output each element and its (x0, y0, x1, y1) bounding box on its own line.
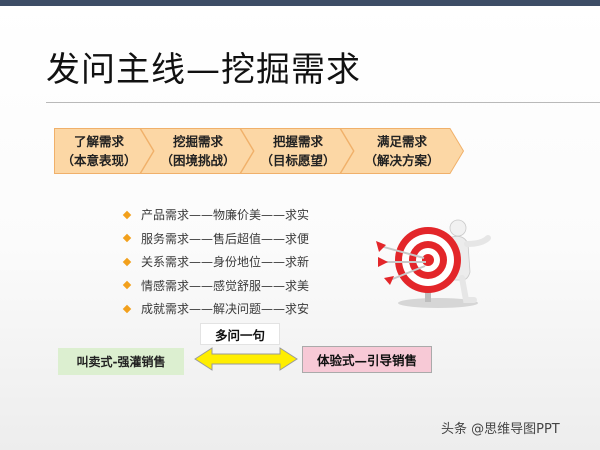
list-item: 服务需求——售后超值——求便 (122, 227, 310, 251)
list-item: 产品需求——物廉价美——求实 (122, 203, 310, 227)
process-step-2: 挖掘需求 （困境挑战） (140, 128, 254, 174)
step-title: 挖掘需求 (172, 134, 223, 149)
list-item: 关系需求——身份地位——求新 (122, 250, 310, 274)
target-with-darts-illustration (376, 219, 491, 308)
right-sales-box: 体验式—引导销售 (302, 346, 432, 373)
diamond-bullet-icon (122, 304, 132, 313)
list-item-text: 服务需求——售后超值——求便 (141, 231, 310, 246)
step-title: 把握需求 (272, 134, 323, 149)
top-bar (0, 0, 600, 6)
process-step-3: 把握需求 （目标愿望） (240, 128, 354, 174)
step-subtitle: （解决方案） (364, 153, 440, 168)
step-title: 满足需求 (376, 134, 427, 149)
slide-title: 发问主线—挖掘需求 (46, 50, 361, 90)
diamond-bullet-icon (122, 257, 132, 266)
double-arrow-icon (194, 347, 298, 371)
process-step-4: 满足需求 （解决方案） (340, 128, 464, 174)
list-item-text: 产品需求——物廉价美——求实 (141, 208, 310, 223)
step-title: 了解需求 (73, 134, 124, 149)
step-subtitle: （目标愿望） (260, 153, 336, 168)
connector-label: 多问一句 (200, 323, 280, 345)
step-subtitle: （本意表现） (61, 153, 137, 168)
list-item-text: 情感需求——感觉舒服——求美 (141, 278, 310, 293)
list-item-text: 关系需求——身份地位——求新 (141, 255, 310, 270)
left-sales-box: 叫卖式-强灌销售 (58, 348, 184, 375)
diamond-bullet-icon (122, 281, 132, 290)
list-item: 成就需求——解决问题——求安 (122, 297, 310, 321)
step-subtitle: （困境挑战） (160, 153, 236, 168)
title-divider (46, 102, 600, 103)
diamond-bullet-icon (122, 234, 132, 243)
process-step-1: 了解需求 （本意表现） (54, 128, 154, 174)
chevron-shape (340, 128, 464, 174)
list-item-text: 成就需求——解决问题——求安 (141, 302, 310, 317)
watermark: 头条 @思维导图PPT (441, 422, 560, 437)
needs-list: 产品需求——物廉价美——求实 服务需求——售后超值——求便 关系需求——身份地位… (122, 203, 310, 321)
list-item: 情感需求——感觉舒服——求美 (122, 274, 310, 298)
diamond-bullet-icon (122, 210, 132, 219)
